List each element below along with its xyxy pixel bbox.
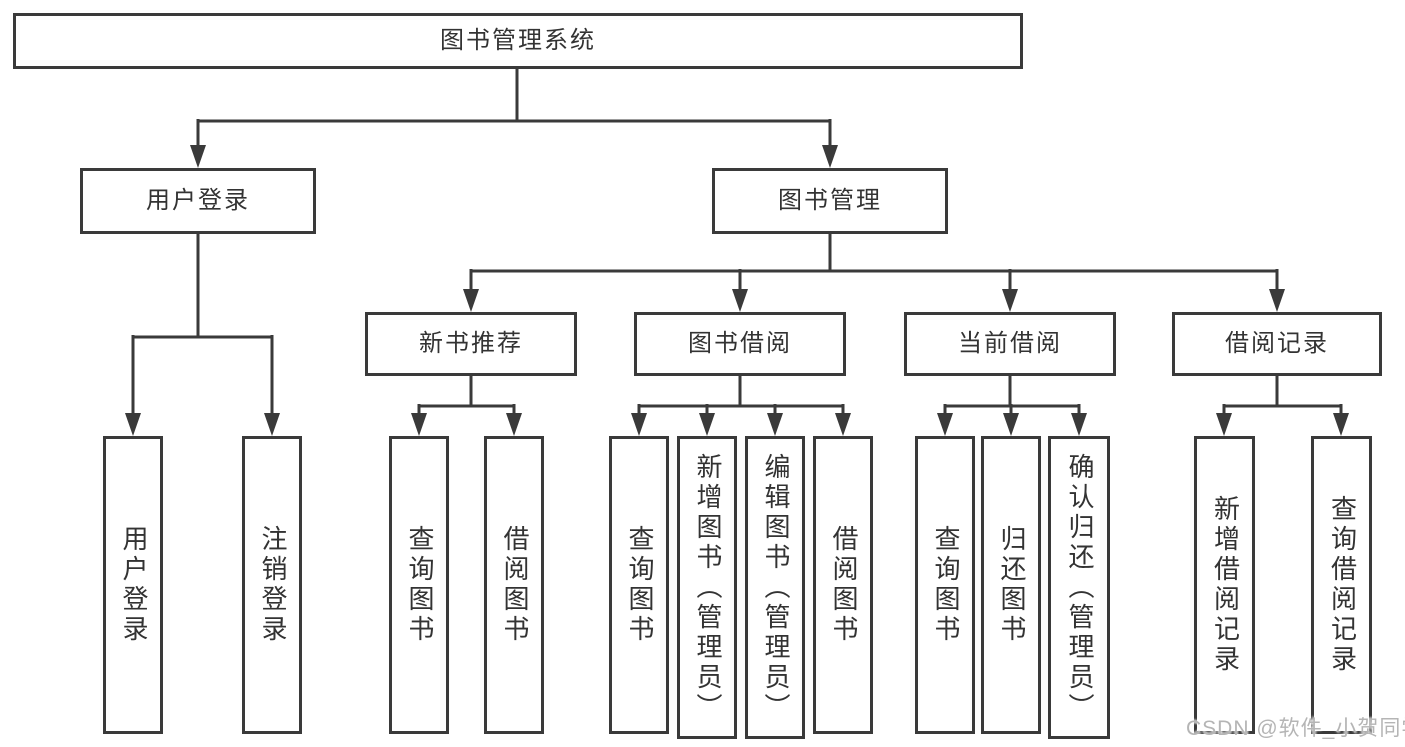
node-leaf-user-login-label: 用户登录 bbox=[118, 525, 149, 645]
node-book-borrow: 图书借阅 bbox=[634, 312, 846, 376]
node-leaf-cb-return: 归还图书 bbox=[981, 436, 1041, 734]
node-leaf-logout: 注销登录 bbox=[242, 436, 302, 734]
node-leaf-rec-query: 查询图书 bbox=[389, 436, 449, 734]
node-leaf-rec-borrow: 借阅图书 bbox=[484, 436, 544, 734]
node-user-login-label: 用户登录 bbox=[146, 187, 250, 215]
node-leaf-cb-query-label: 查询图书 bbox=[930, 525, 961, 645]
node-leaf-rec-query-label: 查询图书 bbox=[404, 525, 435, 645]
node-leaf-br-query: 查询借阅记录 bbox=[1311, 436, 1372, 734]
node-leaf-bb-edit: 编辑图书（管理员） bbox=[745, 436, 805, 739]
node-leaf-cb-confirm: 确认归还（管理员） bbox=[1048, 436, 1110, 739]
node-leaf-br-query-label: 查询借阅记录 bbox=[1327, 495, 1358, 675]
edges-book-mgmt bbox=[463, 234, 1285, 312]
node-new-book-rec-label: 新书推荐 bbox=[419, 330, 523, 358]
node-leaf-user-login: 用户登录 bbox=[103, 436, 163, 734]
csdn-watermark: CSDN @软件_小贺同学 bbox=[1186, 717, 1405, 740]
edges-new-book-rec bbox=[411, 376, 522, 436]
node-leaf-bb-query: 查询图书 bbox=[609, 436, 669, 734]
node-leaf-br-add-label: 新增借阅记录 bbox=[1210, 495, 1241, 675]
node-leaf-rec-borrow-label: 借阅图书 bbox=[499, 525, 530, 645]
node-leaf-cb-return-label: 归还图书 bbox=[996, 525, 1027, 645]
node-leaf-bb-add: 新增图书（管理员） bbox=[677, 436, 737, 739]
node-leaf-bb-borrow: 借阅图书 bbox=[813, 436, 873, 734]
edges-user-login bbox=[125, 234, 280, 436]
node-root: 图书管理系统 bbox=[13, 13, 1023, 69]
node-new-book-rec: 新书推荐 bbox=[365, 312, 577, 376]
edges-root bbox=[190, 69, 838, 168]
node-book-mgmt: 图书管理 bbox=[712, 168, 948, 234]
node-book-mgmt-label: 图书管理 bbox=[778, 187, 882, 215]
node-root-label: 图书管理系统 bbox=[440, 27, 596, 55]
edges-book-borrow bbox=[631, 376, 851, 436]
node-current-borrow-label: 当前借阅 bbox=[958, 330, 1062, 358]
edges-current-borrow bbox=[937, 376, 1087, 436]
node-borrow-records: 借阅记录 bbox=[1172, 312, 1382, 376]
node-leaf-cb-query: 查询图书 bbox=[915, 436, 975, 734]
node-leaf-bb-borrow-label: 借阅图书 bbox=[828, 525, 859, 645]
node-leaf-br-add: 新增借阅记录 bbox=[1194, 436, 1255, 734]
node-leaf-cb-confirm-label: 确认归还（管理员） bbox=[1064, 452, 1095, 723]
node-leaf-bb-edit-label: 编辑图书（管理员） bbox=[760, 452, 791, 723]
node-book-borrow-label: 图书借阅 bbox=[688, 330, 792, 358]
node-leaf-bb-add-label: 新增图书（管理员） bbox=[692, 452, 723, 723]
edges-borrow-records bbox=[1216, 376, 1349, 436]
node-user-login: 用户登录 bbox=[80, 168, 316, 234]
node-leaf-bb-query-label: 查询图书 bbox=[624, 525, 655, 645]
node-leaf-logout-label: 注销登录 bbox=[257, 525, 288, 645]
node-borrow-records-label: 借阅记录 bbox=[1225, 330, 1329, 358]
node-current-borrow: 当前借阅 bbox=[904, 312, 1116, 376]
